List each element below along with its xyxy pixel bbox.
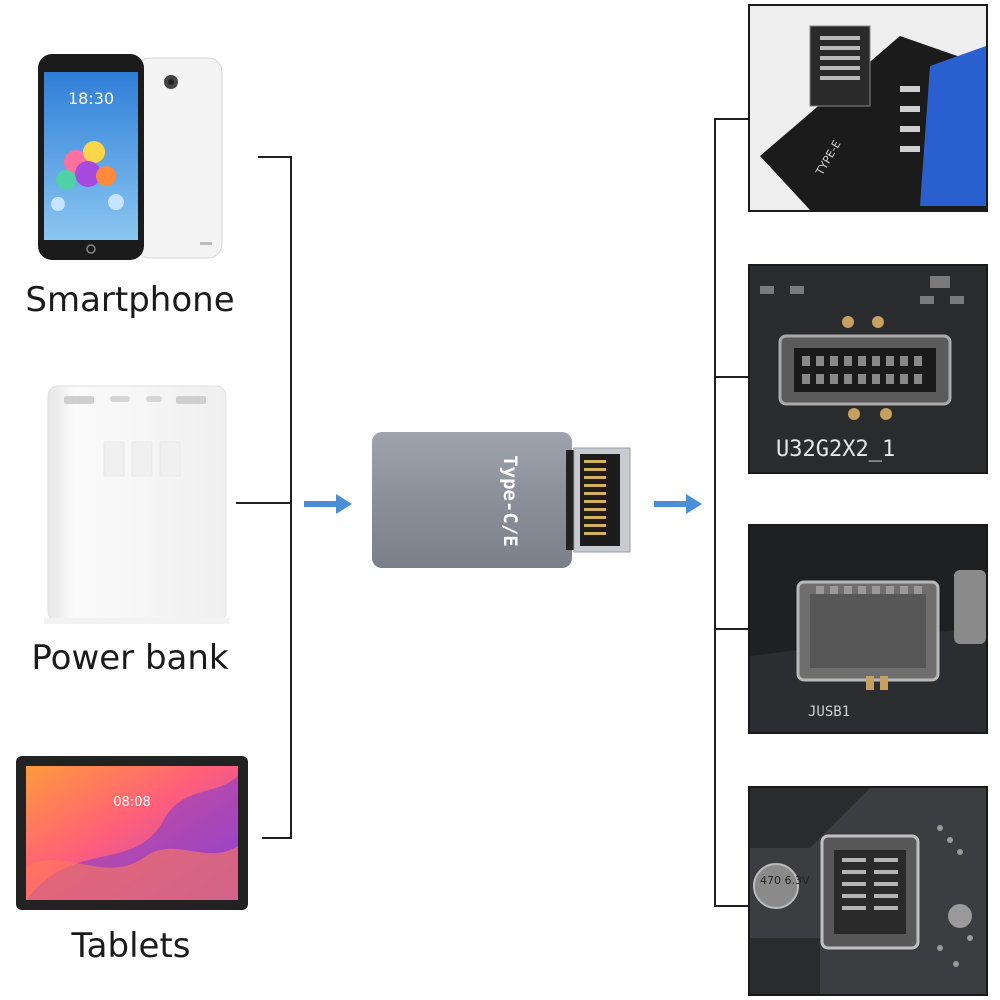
power-bank-icon — [44, 385, 230, 624]
header-photo-3: JUSB1 — [748, 524, 988, 734]
right-bracket-2 — [714, 376, 750, 378]
phone-clock: 18:30 — [68, 89, 114, 108]
tablet-clock: 08:08 — [113, 795, 150, 810]
header-photo-4: 470 6.3V — [748, 786, 988, 996]
device-label-smartphone: Smartphone — [25, 280, 235, 320]
arrow-adapter-to-headers — [654, 492, 704, 516]
arrow-left-to-adapter — [304, 492, 354, 516]
right-bracket-vertical — [714, 118, 716, 907]
silkscreen-capacitor: 470 6.3V — [760, 874, 810, 887]
type-e-header-adapter-photo: TYPE-E — [760, 25, 986, 210]
type-e-adapter-image: Type-C/E — [370, 430, 632, 570]
header-photo-1: TYPE-E — [748, 4, 988, 212]
header-photo-2: U32G2X2_1 — [748, 264, 988, 474]
tablet-icon: 08:08 — [16, 756, 248, 910]
motherboard-type-e-header-photo: U32G2X2_1 — [760, 276, 964, 462]
left-bracket-middle — [236, 502, 292, 504]
motherboard-jusb-header-photo: JUSB1 — [750, 570, 986, 732]
right-bracket-3 — [714, 628, 750, 630]
smartphone-image: 18:30 — [36, 52, 226, 262]
silkscreen-u32g2x2: U32G2X2_1 — [776, 437, 895, 462]
device-label-power-bank: Power bank — [31, 638, 229, 678]
smartphone-icon: 18:30 — [38, 54, 223, 260]
left-bracket-top — [258, 156, 292, 158]
left-bracket-bottom — [262, 837, 292, 839]
left-bracket-vertical — [290, 156, 292, 839]
adapter-label: Type-C/E — [499, 455, 521, 547]
right-bracket-4 — [714, 905, 750, 907]
silkscreen-jusb1: JUSB1 — [808, 704, 850, 720]
right-bracket-1 — [714, 118, 750, 120]
tablet-image: 08:08 — [16, 756, 248, 912]
device-label-tablets: Tablets — [71, 926, 191, 966]
power-bank-image — [40, 380, 230, 630]
motherboard-header-capacitor-photo: 470 6.3V — [750, 788, 986, 994]
usb-type-e-adapter — [372, 432, 631, 568]
